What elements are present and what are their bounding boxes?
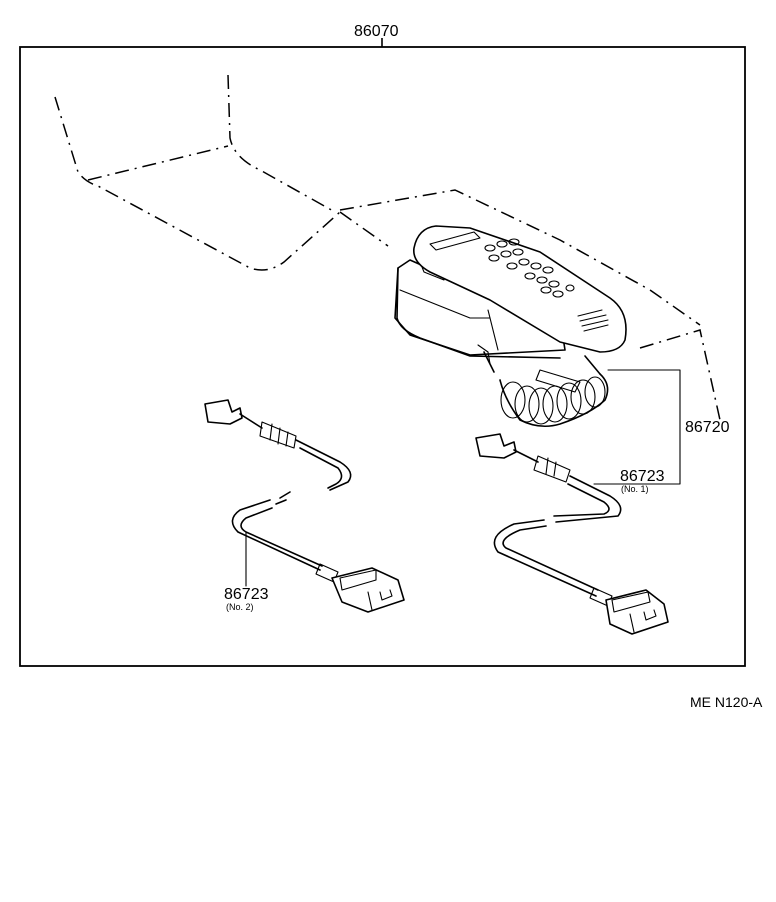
handset-leader (593, 369, 681, 485)
console-phantom-outline (54, 74, 721, 421)
handset-part-number: 86720 (685, 419, 730, 436)
cord-no1 (475, 433, 669, 635)
drawing-code: ME N120-A (690, 694, 763, 710)
cord-no2 (204, 399, 405, 613)
assembly-part-number: 86070 (354, 23, 399, 40)
cord-no1-part-number: 86723 (620, 468, 665, 485)
cord-no2-part-number: 86723 (224, 586, 269, 603)
speaker-grille-icon (577, 309, 609, 332)
cord-no1-sub-label: (No. 1) (621, 484, 649, 494)
telephone-cradle (394, 259, 581, 393)
keypad-icon (484, 238, 575, 298)
cord-no2-sub-label: (No. 2) (226, 602, 254, 612)
coiled-cord (483, 351, 609, 428)
telephone-handset (413, 225, 627, 353)
